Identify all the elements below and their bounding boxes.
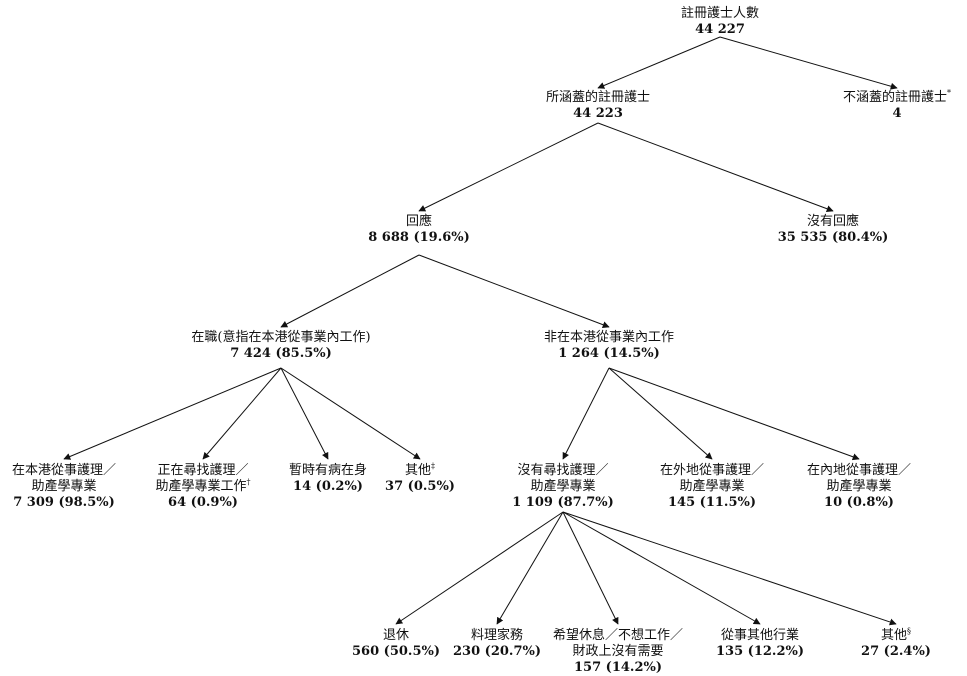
node-value: 7 424 (85.5%)	[230, 346, 332, 361]
node-label-line2: 助產學專業	[530, 479, 596, 494]
connector-arrow	[597, 36, 721, 89]
node-label: 從事其他行業	[720, 628, 800, 643]
node-label-line2: 助產學專業	[679, 479, 745, 494]
node-household-duties: 料理家務 230 (20.7%)	[453, 628, 541, 660]
node-mainland-practice: 在內地從事護理／ 助產學專業 10 (0.8%)	[807, 463, 911, 511]
node-label: 其他§	[861, 626, 931, 644]
node-responded: 回應 8 688 (19.6%)	[368, 214, 470, 246]
node-employed-others: 其他‡ 37 (0.5%)	[385, 461, 455, 495]
footnote-mark: *	[947, 88, 952, 98]
node-value: 560 (50.5%)	[352, 644, 440, 659]
label-text: 其他	[404, 463, 432, 478]
node-label: 不涵蓋的註冊護士*	[842, 88, 952, 106]
node-label: 回應	[405, 214, 432, 229]
node-employed: 在職(意指在本港從事業內工作) 7 424 (85.5%)	[191, 330, 370, 362]
node-label-line1: 正在尋找護理／	[157, 463, 249, 478]
node-overseas-practice: 在外地從事護理／ 助產學專業 145 (11.5%)	[660, 463, 764, 511]
node-label-line2: 助產學專業工作†	[155, 477, 251, 495]
node-value: 157 (14.2%)	[574, 660, 662, 675]
node-want-rest: 希望休息／不想工作／ 財政上沒有需要 157 (14.2%)	[553, 628, 683, 676]
node-temporarily-sick: 暫時有病在身 14 (0.2%)	[289, 463, 367, 495]
node-value: 145 (11.5%)	[668, 495, 756, 510]
node-value: 44 223	[573, 106, 623, 121]
node-not-employed-locally: 非在本港從事業內工作 1 264 (14.5%)	[544, 330, 674, 362]
node-label: 其他‡	[385, 461, 455, 479]
node-other-industry: 從事其他行業 135 (12.2%)	[716, 628, 804, 660]
footnote-mark: †	[246, 477, 251, 487]
connector-arrow	[418, 122, 599, 212]
connector-arrow	[202, 367, 282, 460]
node-label-line2: 助產學專業	[826, 479, 892, 494]
node-label-line2: 助產學專業	[31, 479, 97, 494]
node-label: 暫時有病在身	[288, 463, 368, 478]
connector-arrow	[280, 367, 421, 460]
connector-arrow	[63, 367, 282, 460]
node-total-registered-nurses: 註冊護士人數 44 227	[681, 6, 759, 38]
node-label-line1: 在本港從事護理／	[11, 463, 117, 478]
label-text: 不涵蓋的註冊護士	[842, 90, 948, 105]
connector-arrow	[395, 511, 564, 625]
connector-arrow	[562, 367, 610, 460]
node-no-response: 沒有回應 35 535 (80.4%)	[778, 214, 889, 246]
node-label-line1: 在外地從事護理／	[659, 463, 765, 478]
node-value: 4	[892, 106, 902, 121]
node-value: 1 109 (87.7%)	[512, 495, 614, 510]
connector-arrow	[562, 511, 897, 626]
node-label: 非在本港從事業內工作	[543, 330, 675, 345]
node-value: 27 (2.4%)	[861, 644, 931, 659]
node-local-nursing-practice: 在本港從事護理／ 助產學專業 7 309 (98.5%)	[12, 463, 116, 511]
node-label: 註冊護士人數	[680, 6, 760, 21]
node-value: 230 (20.7%)	[453, 644, 541, 659]
label-text: 助產學專業工作	[155, 479, 247, 494]
node-label-line1: 沒有尋找護理／	[517, 463, 609, 478]
node-not-covered-nurses: 不涵蓋的註冊護士* 4	[842, 88, 952, 122]
connector-arrow	[719, 36, 898, 90]
node-not-seeking-others: 其他§ 27 (2.4%)	[861, 626, 931, 660]
footnote-mark: ‡	[431, 461, 436, 471]
node-retired: 退休 560 (50.5%)	[352, 628, 440, 660]
node-label: 退休	[382, 628, 410, 643]
node-label-line1: 在內地從事護理／	[806, 463, 912, 478]
connector-arrow	[562, 511, 619, 625]
node-value: 8 688 (19.6%)	[368, 230, 470, 245]
node-value: 7 309 (98.5%)	[13, 495, 115, 510]
node-label-line1: 希望休息／不想工作／	[552, 628, 684, 643]
node-value: 14 (0.2%)	[293, 479, 363, 494]
node-value: 1 264 (14.5%)	[558, 346, 660, 361]
footnote-mark: §	[907, 626, 912, 636]
connector-arrow	[562, 511, 761, 625]
connector-arrow	[608, 367, 713, 460]
node-label: 沒有回應	[806, 214, 860, 229]
connector-arrow	[418, 254, 610, 329]
node-value: 135 (12.2%)	[716, 644, 804, 659]
connector-arrow	[280, 367, 329, 460]
node-value: 37 (0.5%)	[385, 479, 455, 494]
node-seeking-nursing-work: 正在尋找護理／ 助產學專業工作† 64 (0.9%)	[155, 463, 250, 511]
node-label: 在職(意指在本港從事業內工作)	[191, 330, 371, 345]
node-label-line2: 財政上沒有需要	[572, 644, 664, 659]
connector-arrow	[280, 254, 420, 328]
node-not-seeking-nursing-work: 沒有尋找護理／ 助產學專業 1 109 (87.7%)	[512, 463, 614, 511]
node-covered-nurses: 所涵蓋的註冊護士 44 223	[546, 90, 650, 122]
node-value: 64 (0.9%)	[168, 495, 238, 510]
node-label: 料理家務	[470, 628, 524, 643]
label-text: 其他	[880, 628, 908, 643]
node-value: 44 227	[695, 22, 745, 37]
node-label: 所涵蓋的註冊護士	[545, 90, 651, 105]
node-value: 10 (0.8%)	[824, 495, 894, 510]
connector-arrow	[496, 511, 564, 625]
node-value: 35 535 (80.4%)	[777, 230, 889, 245]
connector-arrow	[597, 122, 834, 213]
connector-arrow	[608, 367, 860, 461]
